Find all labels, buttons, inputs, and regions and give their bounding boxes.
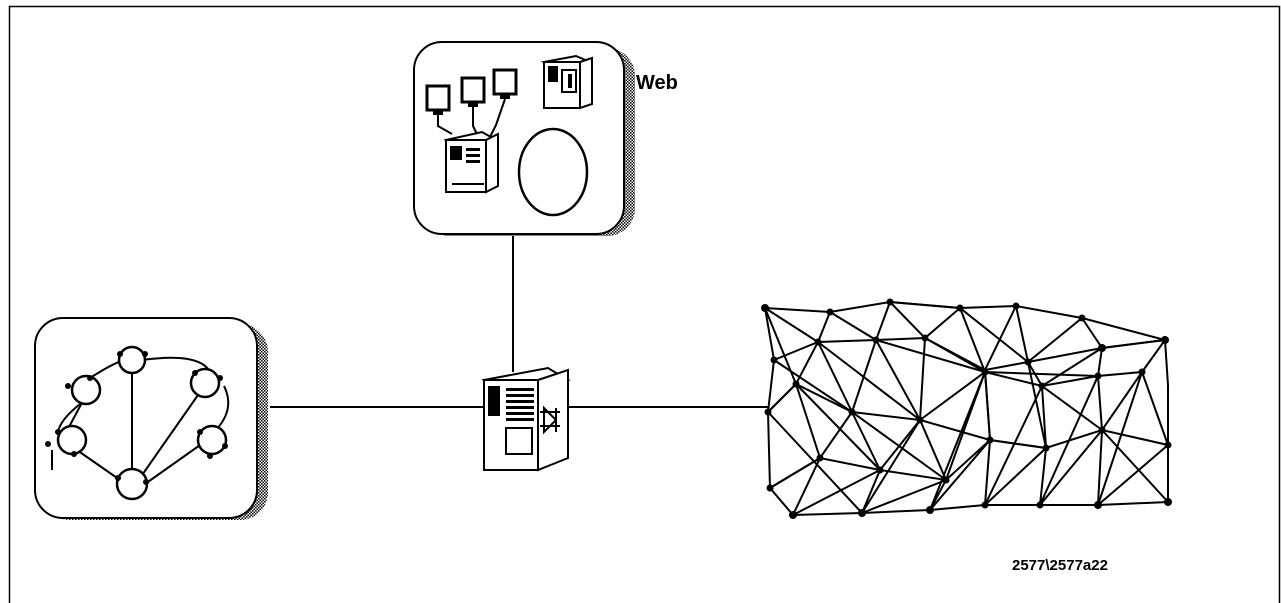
diagram-frame: [8, 5, 1281, 603]
network-node: [70, 374, 102, 406]
mesh-network-icon: [764, 300, 1170, 517]
local-network-icon: [34, 317, 268, 520]
figure-id-label: 2577\2577a22: [1012, 557, 1108, 574]
terminal-icon: [425, 68, 518, 115]
connector-lines: [270, 234, 768, 408]
network-node: [117, 345, 147, 375]
network-node: [115, 467, 149, 501]
web-server-icon: [540, 54, 594, 110]
mesh-nodes: [761, 298, 1172, 519]
router-icon: [481, 366, 571, 472]
network-node: [56, 424, 88, 456]
web-label: Web: [636, 72, 678, 94]
web-cluster-icon: [413, 41, 635, 236]
network-node: [189, 367, 221, 399]
server-icon: [443, 130, 499, 194]
database-icon: [517, 127, 589, 217]
